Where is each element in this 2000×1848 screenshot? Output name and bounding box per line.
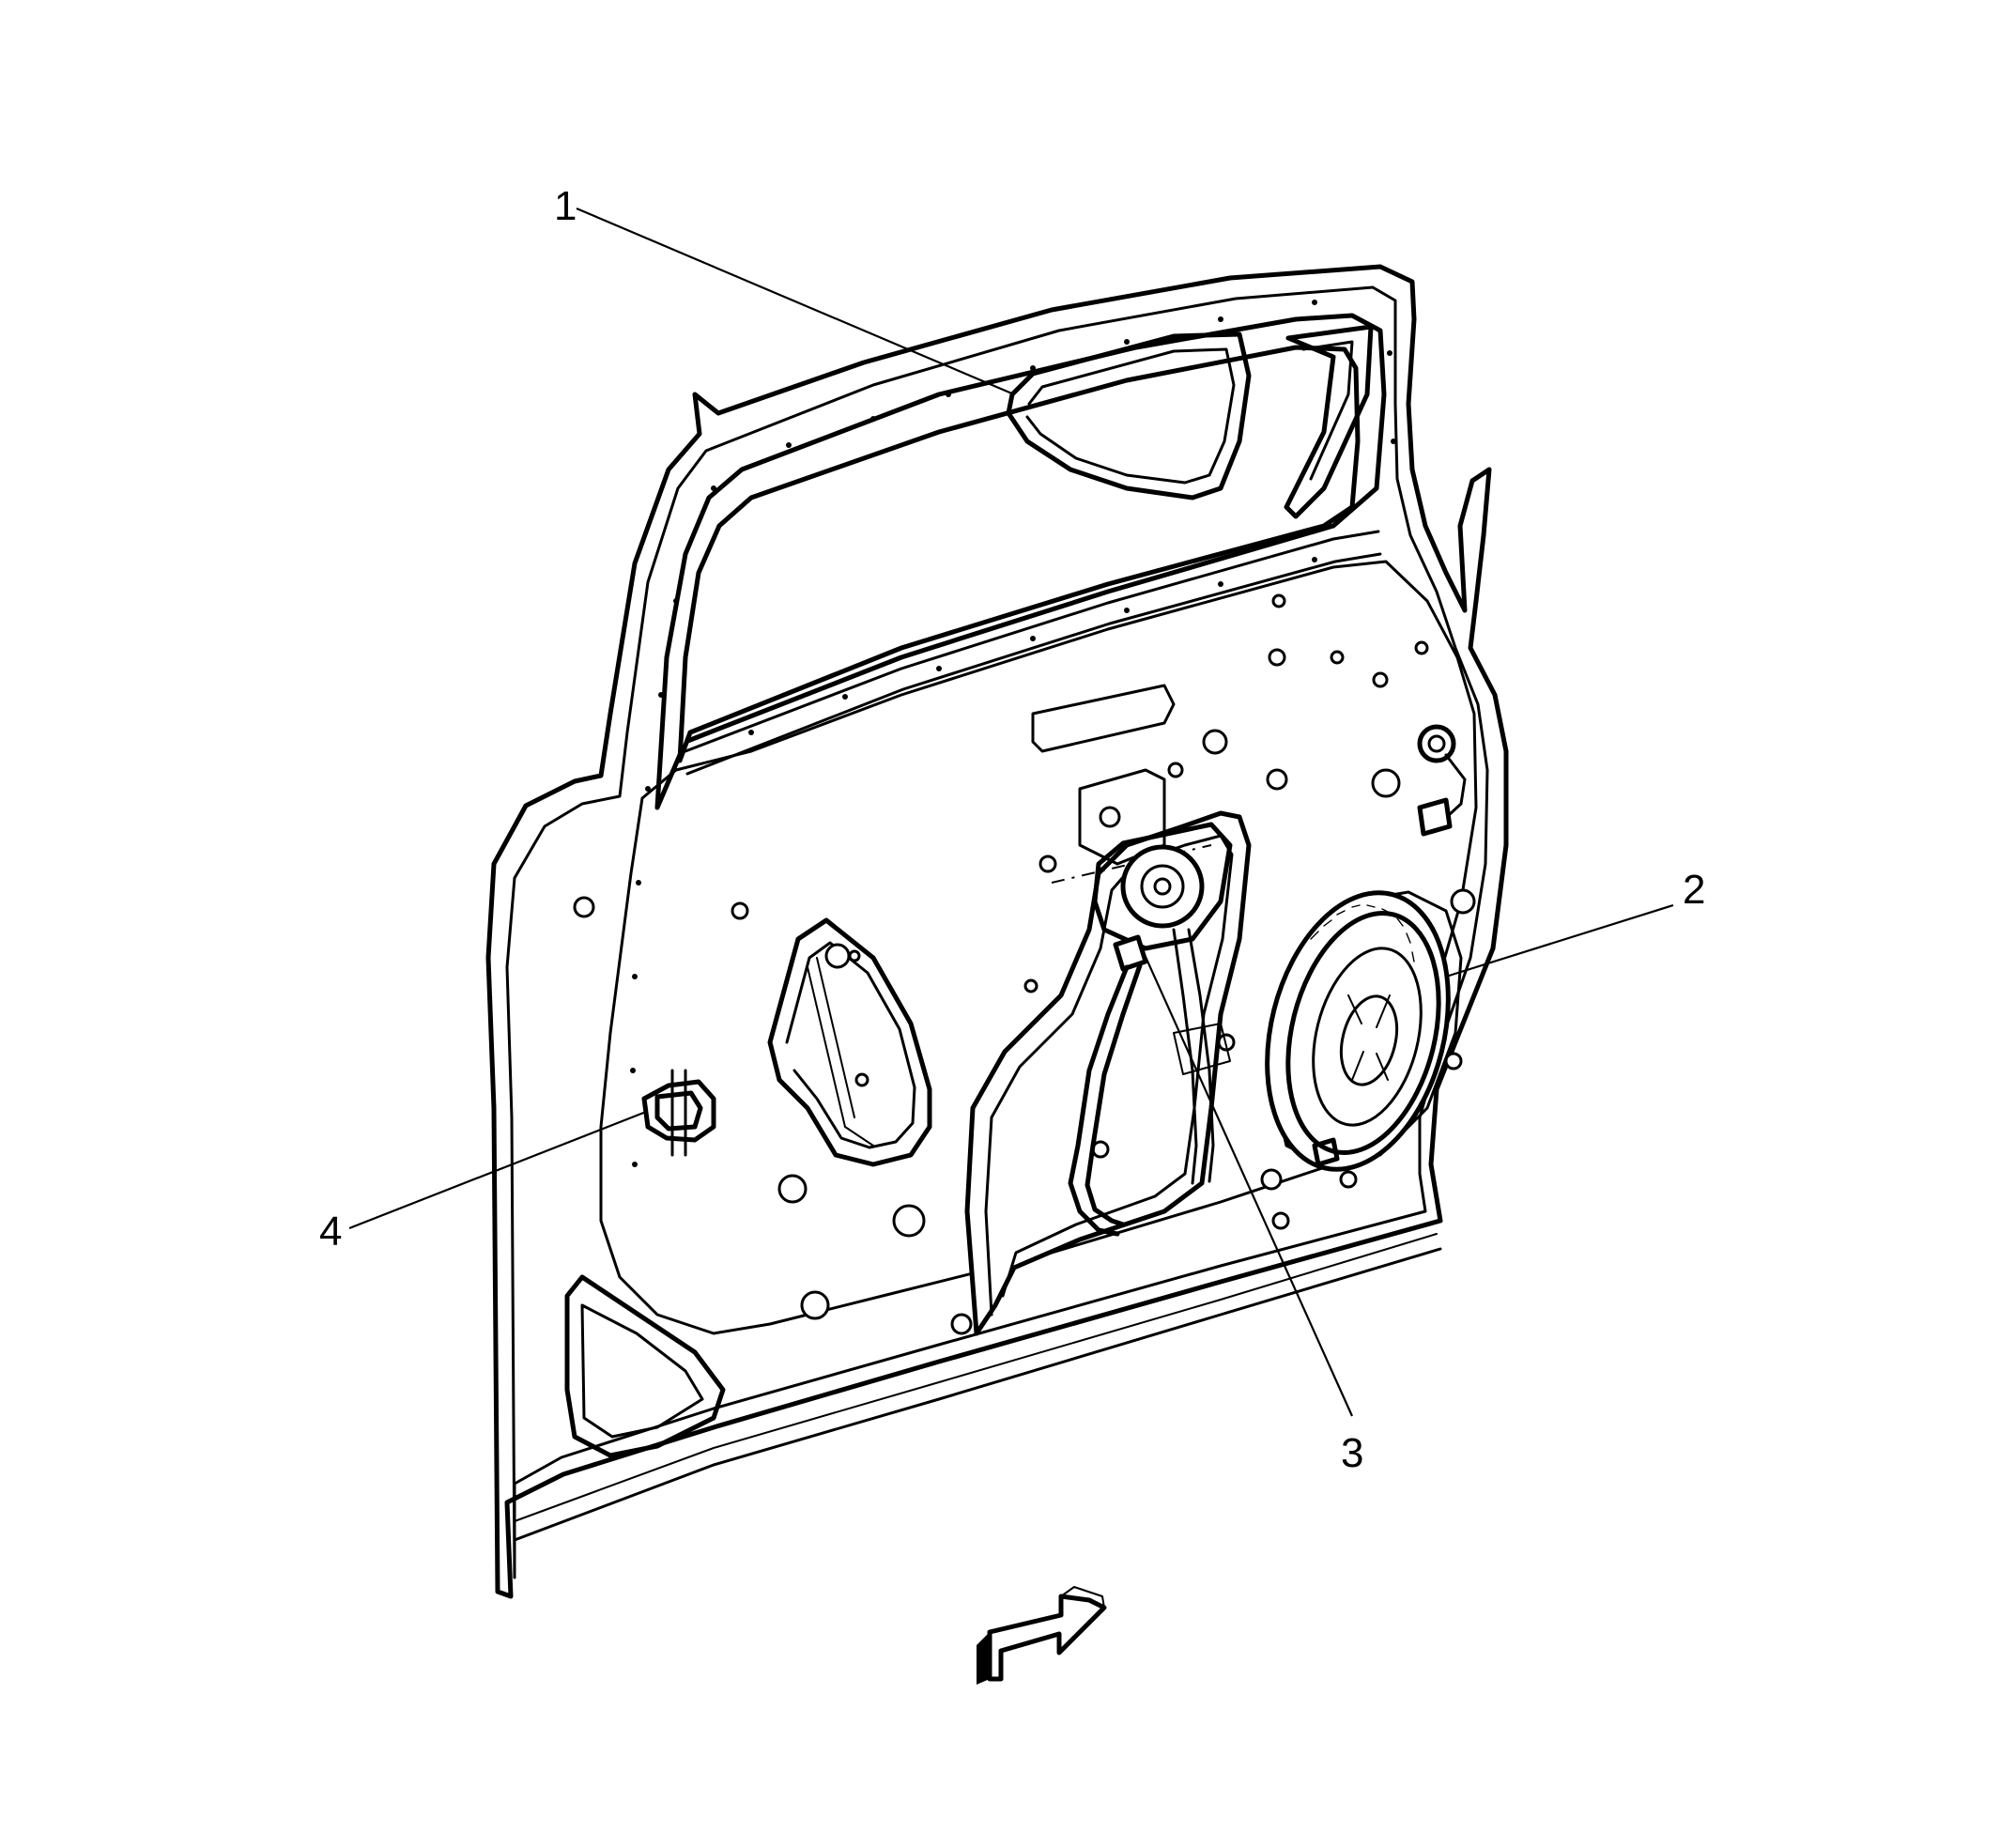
callout-labels: 1 2 3 4	[319, 183, 1705, 1476]
speaker-surround-texture	[1285, 904, 1415, 978]
regulator-rail	[1172, 928, 1198, 1185]
belt-line-strip-lower	[685, 552, 1382, 776]
front-access-bracket	[807, 957, 874, 1147]
rear-latch-connectors	[1417, 724, 1467, 837]
regulator-rail-2	[1187, 928, 1215, 1183]
mounting-holes	[573, 593, 1476, 1335]
frame-perimeter-dots	[630, 300, 1396, 1167]
regulator-cable-2	[1085, 962, 1143, 1227]
view-direction-arrow-body	[987, 1594, 1107, 1682]
window-glass-inner-edge	[1025, 347, 1236, 485]
window-regulator	[1068, 822, 1233, 1237]
window-glass	[1006, 331, 1252, 500]
view-direction-arrow-icon	[977, 1586, 1107, 1685]
upper-slot	[1031, 684, 1176, 753]
regulator-connector	[1113, 934, 1148, 972]
regulator-lift-plate	[1173, 1023, 1231, 1075]
door-bottom-flange	[513, 1247, 1442, 1542]
leader-line-1	[576, 207, 1015, 396]
door-bottom-flange-2	[514, 1233, 1438, 1522]
leader-line-4	[348, 1110, 647, 1230]
leader-lines	[348, 207, 1674, 1417]
speaker-dust-cap	[1339, 994, 1399, 1086]
view-direction-arrow-shadow	[977, 1632, 990, 1685]
lower-front-pocket-inner	[580, 1303, 704, 1439]
callout-3: 3	[1341, 1430, 1363, 1476]
callout-4: 4	[319, 1209, 342, 1255]
rear-glass-channel	[1284, 324, 1374, 519]
door-inner-rim	[505, 285, 1489, 1579]
speaker	[1265, 890, 1451, 1172]
front-access-opening	[767, 917, 932, 1167]
speaker-connector	[1312, 1137, 1340, 1167]
rear-glass-channel-inner	[1301, 340, 1354, 481]
door-hinge	[641, 1069, 716, 1157]
hinge-pin	[670, 1069, 687, 1157]
leader-line-3	[1140, 947, 1354, 1417]
window-opening	[677, 345, 1361, 763]
belt-line-strip-upper	[684, 530, 1380, 753]
door-panel-assembly	[485, 264, 1509, 1599]
callout-2: 2	[1683, 867, 1705, 913]
callout-1: 1	[554, 183, 577, 229]
regulator-cable	[1068, 964, 1130, 1237]
regulator-bracket	[1092, 822, 1233, 951]
lower-front-pocket	[564, 1274, 726, 1458]
speaker-cone-spokes	[1347, 994, 1391, 1081]
front-access-opening-inner	[785, 941, 916, 1149]
leader-line-2	[1445, 903, 1674, 978]
hinge-bracket	[641, 1079, 716, 1143]
hinge-knuckle	[654, 1090, 703, 1132]
